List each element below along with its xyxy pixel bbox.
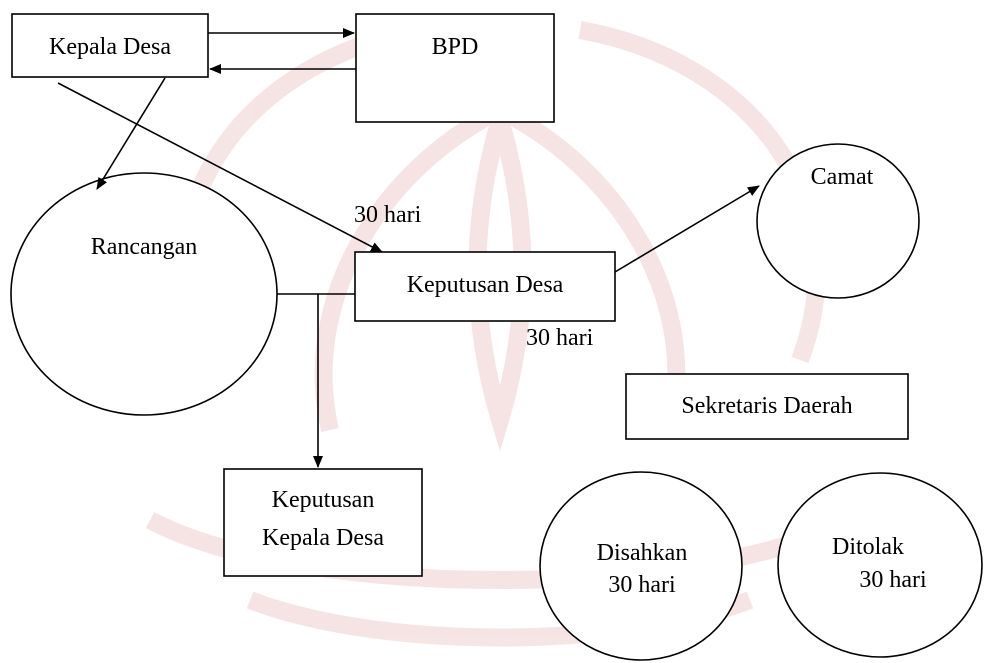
disahkan-label-line2: 30 hari xyxy=(608,572,676,598)
keputusan-desa-box xyxy=(354,251,616,322)
sekretaris-daerah-label: Sekretaris Daerah xyxy=(681,393,852,419)
bpd-box xyxy=(355,13,555,123)
ditolak-label-line1: Ditolak xyxy=(832,534,904,560)
bpd-label: BPD xyxy=(432,34,479,60)
keputusan-desa-label: Keputusan Desa xyxy=(407,272,564,298)
camat-label: Camat xyxy=(811,164,874,190)
disahkan-ellipse xyxy=(539,471,743,661)
disahkan-label-line1: Disahkan xyxy=(597,540,688,566)
rancangan-ellipse xyxy=(10,172,278,416)
rancangan-label: Rancangan xyxy=(91,234,198,260)
keputusan-kepala-desa-label-line1: Keputusan xyxy=(272,487,375,513)
arrow-keputusan-desa-to-camat xyxy=(614,185,760,273)
keputusan-kepala-desa-box xyxy=(223,468,423,577)
camat-ellipse xyxy=(756,143,920,299)
sekretaris-daerah-box xyxy=(625,373,909,440)
edge-label-30-hari-bottom: 30 hari xyxy=(526,325,594,351)
ditolak-ellipse xyxy=(777,472,983,658)
arrow-kepala-desa-to-rancangan xyxy=(96,77,166,190)
edge-label-30-hari-top: 30 hari xyxy=(354,202,422,228)
kepala-desa-box xyxy=(11,13,209,78)
ditolak-label-line2: 30 hari xyxy=(859,567,927,593)
keputusan-kepala-desa-label-line2: Kepala Desa xyxy=(262,525,384,551)
arrow-kepala-desa-to-keputusan-desa xyxy=(57,82,383,253)
kepala-desa-label: Kepala Desa xyxy=(49,34,171,60)
